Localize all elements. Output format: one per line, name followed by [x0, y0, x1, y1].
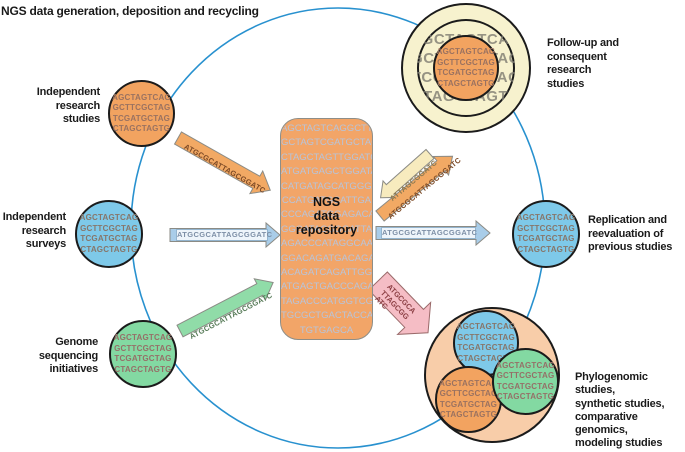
arrow-return-followup	[379, 148, 435, 199]
surveys-label: Independent research surveys	[2, 211, 66, 250]
output-replication-arrow-text: ATGCGCATTAGCGGATC	[381, 227, 478, 239]
repository-label: NGS data repository	[295, 195, 358, 237]
studies-circle: AGCTAGTCAG GCTTCGCTAG TCGATGCTAG CTAGCTA…	[108, 80, 175, 147]
genome-sequence: AGCTAGTCAG GCTTCGCTAG TCGATGCTAG CTAGCTA…	[113, 333, 173, 374]
arrow-output-followup	[375, 155, 454, 222]
replication-label: Replication and reevaluation of previous…	[588, 214, 673, 253]
phylogenomic-blue-circle: AGCTAGTCAG GCTTCGCTAG TCGATGCTAG CTAGCTA…	[453, 310, 519, 376]
arrow-output-phylogenomic	[367, 271, 432, 335]
followup-orange-circle: AGCTAGTCAG GCTTCGCTAG TCGATGCTAG CTAGCTA…	[433, 35, 499, 101]
diagram-title: NGS data generation, deposition and recy…	[1, 4, 259, 18]
phylogenomic-orange-sequence: AGCTAGTCAG GCTTCGCTAG TCGATGCTAG CTAGCTA…	[439, 378, 498, 420]
phylogenomic-green-circle: AGCTAGTCAG GCTTCGCTAG TCGATGCTAG CTAGCTA…	[492, 348, 559, 415]
phylogenomic-green-sequence: AGCTAGTCAG GCTTCGCTAG TCGATGCTAG CTAGCTA…	[496, 360, 555, 402]
arrow-deposit-studies	[173, 131, 271, 195]
replication-sequence: AGCTAGTCAG GCTTCGCTAG TCGATGCTAG CTAGCTA…	[516, 213, 576, 254]
followup-label: Follow-up and consequent research studie…	[547, 37, 619, 90]
genome-label: Genome sequencing initiatives	[38, 336, 98, 375]
studies-label: Independent research studies	[36, 86, 100, 125]
phylogenomic-blue-sequence: AGCTAGTCAG GCTTCGCTAG TCGATGCTAG CTAGCTA…	[456, 322, 516, 363]
deposit-surveys-arrow-text: ATGCGCATTAGCGGATC	[176, 229, 273, 241]
ngs-data-repository: AGCTAGTCAGGCTTC GCTAGTCGATGCTAG CTAGCTAG…	[280, 118, 373, 340]
followup-orange-sequence: AGCTAGTCAG GCTTCGCTAG TCGATGCTAG CTAGCTA…	[436, 47, 496, 88]
surveys-circle: AGCTAGTCAG GCTTCGCTAG TCGATGCTAG CTAGCTA…	[75, 200, 143, 268]
replication-circle: AGCTAGTCAG GCTTCGCTAG TCGATGCTAG CTAGCTA…	[512, 200, 580, 268]
surveys-sequence: AGCTAGTCAG GCTTCGCTAG TCGATGCTAG CTAGCTA…	[79, 213, 139, 254]
studies-sequence: AGCTAGTCAG GCTTCGCTAG TCGATGCTAG CTAGCTA…	[112, 92, 171, 134]
phylogenomic-label: Phylogenomic studies, synthetic studies,…	[575, 371, 665, 450]
arrow-deposit-genome	[176, 278, 274, 338]
repository-background-sequences: AGCTAGTCAGGCTTC GCTAGTCGATGCTAG CTAGCTAG…	[281, 123, 373, 336]
genome-circle: AGCTAGTCAG GCTTCGCTAG TCGATGCTAG CTAGCTA…	[109, 320, 177, 388]
